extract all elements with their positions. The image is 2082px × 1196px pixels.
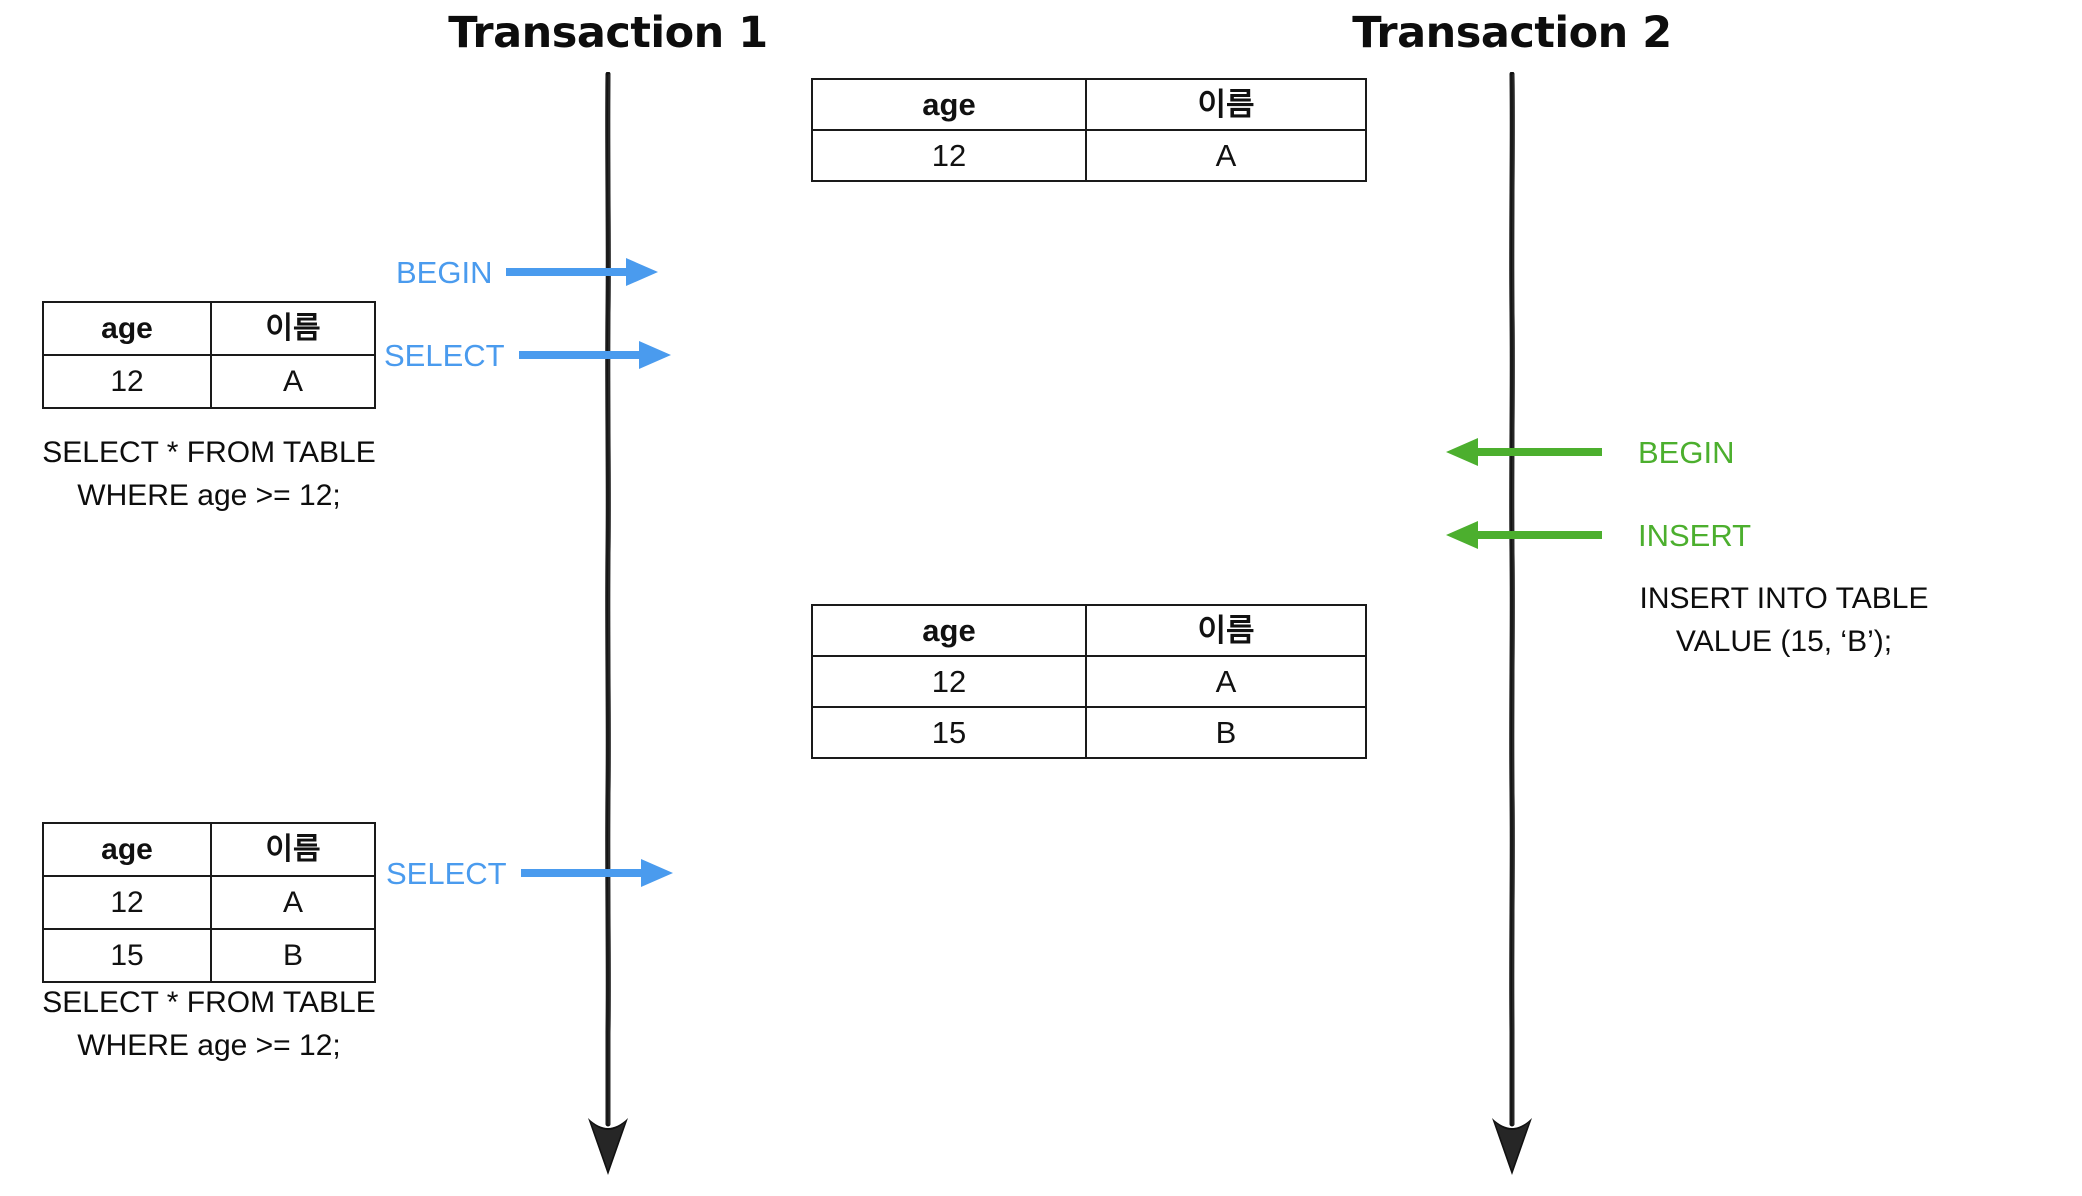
- arrow-right-icon: [506, 258, 659, 286]
- table-header-row: age 이름: [811, 604, 1367, 657]
- cell-name: A: [210, 354, 376, 409]
- message-label-select: SELECT: [384, 337, 505, 373]
- message-tx1-select-2: SELECT: [386, 851, 677, 895]
- cell-name: A: [1085, 655, 1367, 708]
- table-header-row: age 이름: [811, 78, 1367, 131]
- cell-age: 12: [811, 655, 1087, 708]
- column-header-name: 이름: [1085, 604, 1367, 657]
- cell-name: B: [1085, 706, 1367, 759]
- transaction-2-lifeline: [1482, 71, 1542, 1193]
- select-result-table-2: age 이름 12 A 15 B: [42, 822, 376, 983]
- message-tx2-insert: INSERT: [1432, 513, 1751, 557]
- transaction-1-lifeline: [578, 71, 638, 1193]
- table-row: 15 B: [811, 706, 1367, 759]
- column-header-age: age: [811, 78, 1087, 131]
- table-row: 12 A: [42, 875, 376, 930]
- select-sql-caption-2: SELECT * FROM TABLE WHERE age >= 12;: [42, 986, 376, 1062]
- table-header-row: age 이름: [42, 301, 376, 356]
- column-header-name: 이름: [210, 301, 376, 356]
- table-row: 12 A: [811, 129, 1367, 182]
- message-label-begin: BEGIN: [396, 254, 493, 290]
- arrow-left-icon: [1446, 438, 1602, 466]
- transaction-2-title: Transaction 2: [1352, 8, 1672, 58]
- select-result-table-1: age 이름 12 A: [42, 301, 376, 409]
- column-header-name: 이름: [210, 822, 376, 877]
- cell-name: B: [210, 928, 376, 983]
- column-header-age: age: [811, 604, 1087, 657]
- cell-age: 15: [42, 928, 212, 983]
- message-label-insert: INSERT: [1638, 517, 1752, 553]
- insert-sql-caption: INSERT INTO TABLE VALUE (15, ‘B’);: [1639, 582, 1929, 658]
- arrow-right-icon: [520, 859, 673, 887]
- select-sql-caption-1: SELECT * FROM TABLE WHERE age >= 12;: [42, 436, 376, 512]
- cell-age: 15: [811, 706, 1087, 759]
- message-label-begin: BEGIN: [1638, 434, 1735, 470]
- cell-age: 12: [42, 354, 212, 409]
- cell-age: 12: [42, 875, 212, 930]
- arrow-right-icon: [518, 341, 671, 369]
- message-tx1-select-1: SELECT: [384, 333, 675, 377]
- transaction-1-title: Transaction 1: [448, 8, 768, 58]
- message-tx2-begin: BEGIN: [1432, 430, 1734, 474]
- cell-name: A: [210, 875, 376, 930]
- table-row: 15 B: [42, 928, 376, 983]
- message-tx1-begin: BEGIN: [396, 250, 662, 294]
- table-header-row: age 이름: [42, 822, 376, 877]
- arrow-left-icon: [1446, 521, 1602, 549]
- column-header-name: 이름: [1085, 78, 1367, 131]
- table-row: 12 A: [811, 655, 1367, 708]
- db-state-table-initial: age 이름 12 A: [811, 78, 1367, 182]
- db-state-table-after-insert: age 이름 12 A 15 B: [811, 604, 1367, 759]
- column-header-age: age: [42, 822, 212, 877]
- column-header-age: age: [42, 301, 212, 356]
- cell-age: 12: [811, 129, 1087, 182]
- table-row: 12 A: [42, 354, 376, 409]
- cell-name: A: [1085, 129, 1367, 182]
- message-label-select: SELECT: [386, 855, 507, 891]
